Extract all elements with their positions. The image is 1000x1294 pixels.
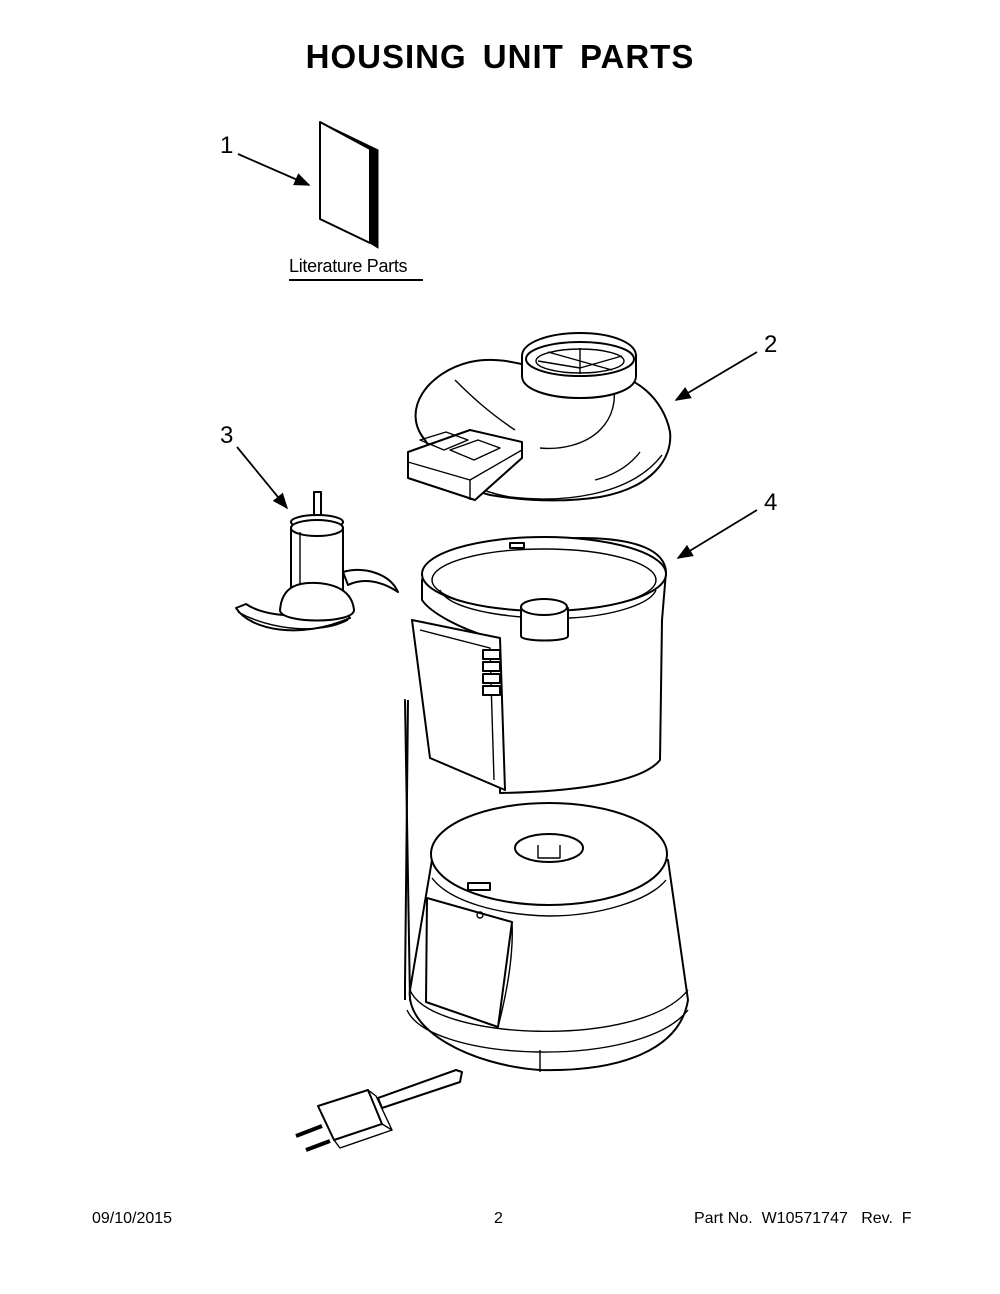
literature-parts-label: Literature Parts (289, 256, 408, 276)
literature-booklet (319, 121, 379, 249)
work-bowl (411, 536, 667, 794)
page-title: HOUSING UNIT PARTS (305, 38, 695, 75)
footer-page-number: 2 (494, 1210, 503, 1227)
leader-arrow-3 (236, 446, 289, 510)
footer-date: 09/10/2015 (92, 1210, 173, 1227)
callout-2: 2 (764, 331, 778, 358)
motor-base (295, 699, 689, 1152)
callout-1: 1 (220, 132, 234, 159)
literature-parts-underline (289, 279, 423, 281)
blade-assembly (235, 491, 399, 632)
leader-arrow-2 (674, 351, 758, 401)
leader-arrow-4 (676, 509, 758, 559)
lid-cover (407, 332, 672, 502)
callout-3: 3 (220, 422, 234, 449)
leader-arrow-1 (237, 153, 311, 186)
callout-4: 4 (764, 489, 778, 516)
footer-part-number: Part No. W10571747 Rev. F (694, 1210, 912, 1227)
